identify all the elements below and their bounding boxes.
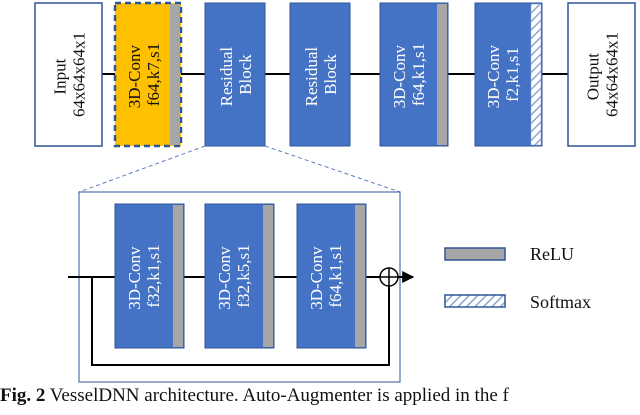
residual-block-1: Residual Block [204, 2, 266, 147]
softmax-swatch [444, 294, 506, 308]
residual-flow-lines [68, 271, 415, 366]
output-block: Output 64x64x64x1 [567, 2, 636, 147]
svg-text:Output 64x64x64x1: Output 64x64x64x1 [584, 32, 622, 117]
res2-label-line2: Block [321, 54, 340, 95]
output-shape: 64x64x64x1 [603, 32, 622, 117]
conv-b-params: f32,k5,s1 [234, 244, 253, 307]
svg-text:Input 64x64x64x1: Input 64x64x64x1 [51, 32, 89, 117]
conv2-label: 3D-Conv [390, 44, 409, 108]
conv3-params: f2,k1,s1 [503, 47, 522, 102]
conv-a-params: f32,k1,s1 [144, 244, 163, 307]
legend: ReLU Softmax [444, 244, 591, 312]
architecture-diagram: Input 64x64x64x1 3D-Conv f64,k7,s1 Resid… [34, 1, 636, 383]
expansion-lines [78, 145, 401, 193]
conv3-label: 3D-Conv [484, 44, 503, 108]
conv1-params: f64,k7,s1 [144, 43, 163, 106]
svg-text:Residual Block: Residual Block [217, 43, 255, 107]
conv2-params: f64,k1,s1 [409, 43, 428, 106]
svg-text:3D-Conv f64,k7,s1: 3D-Conv f64,k7,s1 [125, 41, 163, 109]
input-block: Input 64x64x64x1 [34, 2, 103, 147]
svg-text:3D-Conv f2,k1,s1: 3D-Conv f2,k1,s1 [484, 41, 522, 109]
input-shape: 64x64x64x1 [70, 32, 89, 117]
sum-node-icon [379, 267, 399, 287]
svg-text:3D-Conv f32,k1,s1: 3D-Conv f32,k1,s1 [125, 242, 163, 310]
conv-c-params: f64,k1,s1 [326, 244, 345, 307]
residual-conv-a: 3D-Conv f32,k1,s1 [114, 203, 185, 349]
res2-label-line1: Residual [302, 47, 321, 107]
residual-conv-b: 3D-Conv f32,k5,s1 [204, 203, 275, 349]
conv1-block: 3D-Conv f64,k7,s1 [113, 1, 183, 148]
svg-text:3D-Conv f32,k5,s1: 3D-Conv f32,k5,s1 [215, 242, 253, 310]
input-label: Input [51, 58, 70, 94]
svg-text:3D-Conv f64,k1,s1: 3D-Conv f64,k1,s1 [307, 242, 345, 310]
softmax-legend-label: Softmax [530, 292, 591, 312]
residual-conv-c: 3D-Conv f64,k1,s1 [296, 203, 367, 349]
residual-block-2: Residual Block [289, 2, 351, 147]
svg-text:Residual Block: Residual Block [302, 43, 340, 107]
conv3-block: 3D-Conv f2,k1,s1 [474, 2, 543, 147]
res1-label-line2: Block [236, 54, 255, 95]
conv2-block: 3D-Conv f64,k1,s1 [379, 2, 449, 147]
conv1-label: 3D-Conv [125, 44, 144, 108]
conv-a-label: 3D-Conv [125, 246, 144, 310]
figure-caption: Fig. 2 VesselDNN architecture. Auto-Augm… [0, 385, 640, 415]
output-label: Output [584, 53, 603, 101]
res1-label-line1: Residual [217, 47, 236, 107]
conv-b-label: 3D-Conv [215, 246, 234, 310]
relu-legend-label: ReLU [530, 244, 574, 264]
caption-label: Fig. 2 [0, 385, 46, 406]
relu-swatch [444, 247, 506, 261]
caption-text: VesselDNN architecture. Auto-Augmenter i… [45, 385, 509, 406]
svg-text:3D-Conv f64,k1,s1: 3D-Conv f64,k1,s1 [390, 41, 428, 109]
conv-c-label: 3D-Conv [307, 246, 326, 310]
